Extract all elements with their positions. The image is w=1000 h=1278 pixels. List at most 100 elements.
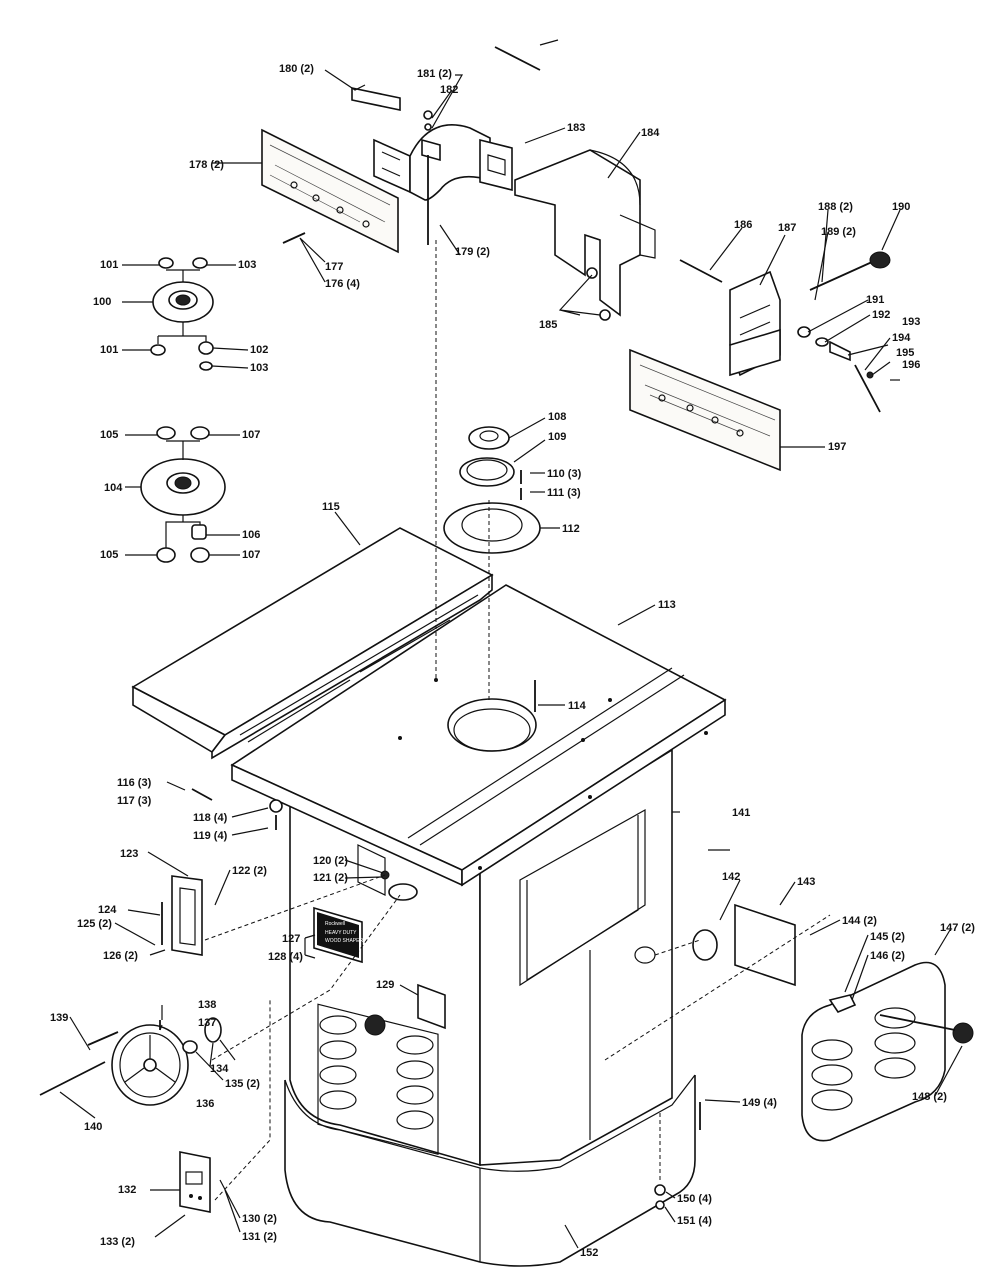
label-180: 181 (2) <box>417 68 452 80</box>
spindle-stack <box>435 240 541 700</box>
vent-slots <box>319 1015 434 1130</box>
label-152: 152 <box>580 1247 598 1259</box>
label-121: 121 (2) <box>313 872 348 884</box>
label-134: 134 <box>210 1063 229 1075</box>
collar-group-small <box>150 257 214 371</box>
label-142: 142 <box>722 871 740 883</box>
label-149: 149 (4) <box>742 1097 777 1109</box>
label-151: 151 (4) <box>677 1215 712 1227</box>
label-126: 126 (2) <box>103 950 138 962</box>
label-112: 112 <box>562 523 580 535</box>
label-101b: 101 <box>100 344 118 356</box>
label-115: 115 <box>322 501 340 513</box>
label-105a: 105 <box>100 429 118 441</box>
dust-hood <box>514 149 656 321</box>
label-128: 128 (4) <box>268 951 303 963</box>
label-179: 180 (2) <box>279 63 314 75</box>
label-190: 190 <box>892 201 910 213</box>
on-off-switch <box>179 1151 211 1213</box>
label-140: 140 <box>84 1121 102 1133</box>
main-table <box>230 584 727 887</box>
label-124: 124 <box>98 904 117 916</box>
nameplate-line1: HEAVY DUTY <box>325 930 357 936</box>
label-109: 109 <box>548 431 566 443</box>
label-113: 113 <box>658 599 676 611</box>
label-136: 136 <box>196 1098 214 1110</box>
label-186: 186 <box>734 219 752 231</box>
label-176: 177 <box>325 261 343 273</box>
label-119: 119 (4) <box>193 830 228 842</box>
nameplate-line2: WOOD SHAPER <box>325 938 363 944</box>
label-102: 102 <box>250 344 268 356</box>
label-147: 147 (2) <box>940 922 975 934</box>
label-183: 183 <box>567 122 585 134</box>
callout-labels: 180 (2) 181 (2) 182 183 184 178 (2) 179 … <box>50 63 975 1259</box>
side-misc <box>191 788 796 1210</box>
label-122: 122 (2) <box>232 865 267 877</box>
label-139: 139 <box>50 1012 68 1024</box>
label-125: 125 (2) <box>77 918 112 930</box>
label-120: 120 (2) <box>313 855 348 867</box>
label-177: 178 (2) <box>189 159 224 171</box>
label-117: 117 (3) <box>117 795 152 807</box>
label-195: 195 <box>896 347 914 359</box>
collar-group-large <box>140 426 226 563</box>
label-181: 182 <box>440 84 458 96</box>
label-184: 184 <box>641 127 660 139</box>
label-111: 111 (3) <box>547 487 581 499</box>
label-116: 116 (3) <box>117 777 152 789</box>
label-107a: 107 <box>242 429 260 441</box>
fence-right <box>629 251 891 472</box>
handwheel <box>39 1017 222 1106</box>
label-118: 118 (4) <box>193 812 228 824</box>
label-188: 188 (2) <box>818 201 853 213</box>
label-189: 189 (2) <box>821 226 856 238</box>
fence-left <box>261 87 411 254</box>
nameplate-brand: Rockwell <box>325 921 345 927</box>
right-panel <box>801 961 974 1142</box>
nameplate: Rockwell HEAVY DUTY WOOD SHAPER <box>313 906 363 964</box>
label-187: 187 <box>778 222 796 234</box>
label-101a: 101 <box>100 259 118 271</box>
label-137: 137 <box>198 1017 216 1029</box>
label-191: 191 <box>866 294 884 306</box>
label-103a: 103 <box>238 259 256 271</box>
label-107b: 107 <box>242 549 260 561</box>
label-192: 192 <box>872 309 890 321</box>
label-148: 148 (2) <box>912 1091 947 1103</box>
label-103b: 103 <box>250 362 268 374</box>
label-129: 129 <box>376 979 394 991</box>
label-108: 108 <box>548 411 566 423</box>
label-178: 179 (2) <box>455 246 490 258</box>
label-110: 110 (3) <box>547 468 582 480</box>
label-131: 131 (2) <box>242 1231 277 1243</box>
label-144: 144 (2) <box>842 915 877 927</box>
fence-hood <box>409 46 541 245</box>
label-100: 100 <box>93 296 111 308</box>
label-185: 185 <box>539 319 557 331</box>
label-196: 196 <box>902 359 920 371</box>
label-193: 193 <box>902 316 920 328</box>
label-127: 127 <box>282 933 300 945</box>
label-150: 150 (4) <box>677 1193 712 1205</box>
switch-bracket <box>161 875 203 956</box>
label-175: 176 (4) <box>325 278 360 290</box>
label-143: 143 <box>797 876 815 888</box>
label-135: 135 (2) <box>225 1078 260 1090</box>
label-146: 146 (2) <box>870 950 905 962</box>
label-141: 141 <box>732 807 750 819</box>
label-105b: 105 <box>100 549 118 561</box>
label-145: 145 (2) <box>870 931 905 943</box>
label-114: 114 <box>568 700 587 712</box>
label-197: 197 <box>828 441 846 453</box>
label-194: 194 <box>892 332 911 344</box>
label-130: 130 (2) <box>242 1213 277 1225</box>
label-132: 132 <box>118 1184 136 1196</box>
leader-lines <box>59 39 963 1249</box>
label-138: 138 <box>198 999 216 1011</box>
label-106: 106 <box>242 529 260 541</box>
label-123: 123 <box>120 848 138 860</box>
label-133: 133 (2) <box>100 1236 135 1248</box>
extension-wing <box>131 527 494 760</box>
